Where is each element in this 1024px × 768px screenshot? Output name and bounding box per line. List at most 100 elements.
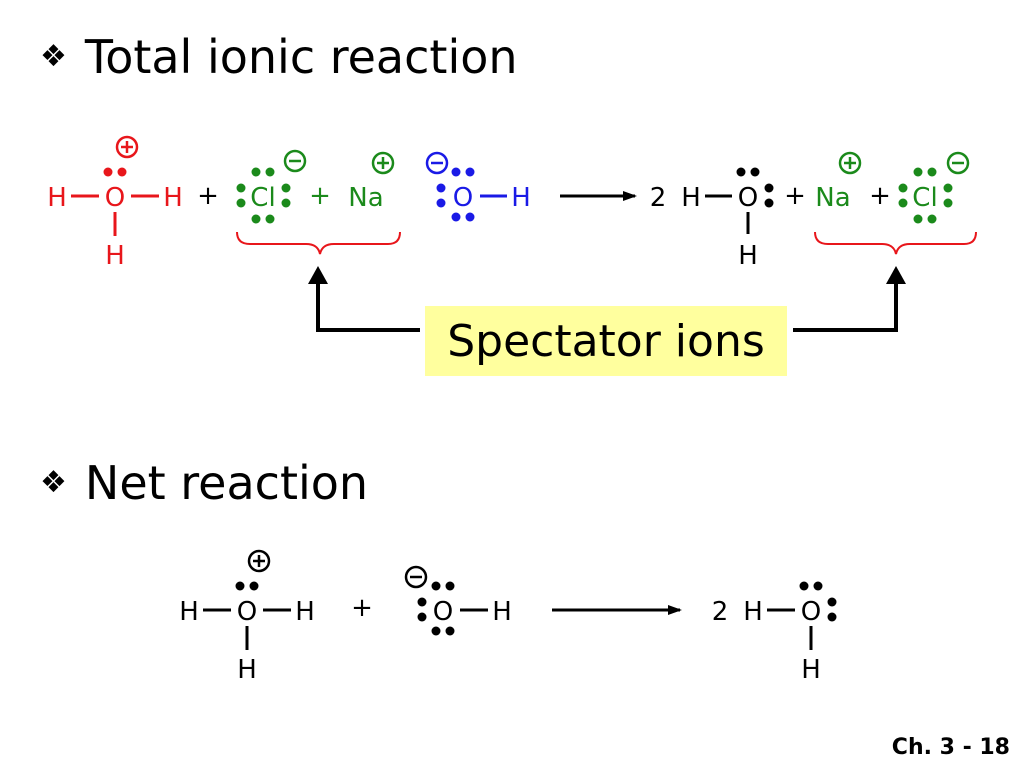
- section-net-reaction: ❖ Net reaction: [40, 456, 368, 510]
- lone-pair-dot: [417, 597, 427, 607]
- atom-o: O: [433, 597, 453, 627]
- negative-charge-icon: [425, 151, 449, 175]
- section-heading: Net reaction: [84, 456, 369, 510]
- lone-pair-dot: [943, 198, 953, 208]
- lone-pair-dot: [236, 183, 246, 193]
- atom-h: H: [743, 597, 763, 627]
- coefficient: 2: [712, 597, 729, 627]
- hydronium-ion-net: H O H H: [179, 549, 315, 685]
- lone-pair-dot: [898, 183, 908, 193]
- lone-pair-dot: [251, 214, 261, 224]
- negative-charge-icon: [283, 149, 307, 173]
- lone-pair-dot: [445, 626, 455, 636]
- diamond-bullet-icon: ❖: [40, 39, 67, 74]
- atom-h: H: [163, 183, 183, 213]
- hydronium-ion: H O H H: [47, 135, 183, 271]
- coefficient: 2: [650, 183, 667, 213]
- atom-o: O: [105, 183, 125, 213]
- negative-charge-icon: [404, 565, 428, 589]
- lone-pair-dot: [813, 581, 823, 591]
- lone-pair-dot: [265, 167, 275, 177]
- atom-h: H: [738, 241, 758, 271]
- diamond-bullet-icon: ❖: [40, 465, 67, 500]
- lone-pair-dot: [750, 167, 760, 177]
- lone-pair-dot: [736, 167, 746, 177]
- plus-sign: +: [309, 181, 331, 211]
- sodium-ion: Na: [348, 151, 395, 213]
- atom-h: H: [237, 655, 257, 685]
- arrowhead-icon: [308, 266, 328, 284]
- lone-pair-dot: [436, 198, 446, 208]
- lone-pair-dot: [249, 581, 259, 591]
- arrowhead-icon: [886, 266, 906, 284]
- lone-pair-dot: [927, 214, 937, 224]
- sodium-ion: Na: [815, 151, 862, 213]
- atom-h: H: [105, 241, 125, 271]
- lone-pair-dot: [764, 183, 774, 193]
- atom-cl: Cl: [250, 183, 275, 213]
- atom-h: H: [492, 597, 512, 627]
- lone-pair-dot: [827, 612, 837, 622]
- lone-pair-dot: [943, 183, 953, 193]
- atom-o: O: [801, 597, 821, 627]
- lone-pair-dot: [927, 167, 937, 177]
- negative-charge-icon: [946, 151, 970, 175]
- water-product: 2 H O H: [650, 167, 774, 271]
- chloride-ion: Cl: [898, 151, 970, 224]
- section-total-ionic: ❖ Total ionic reaction: [40, 30, 518, 84]
- atom-h: H: [681, 183, 701, 213]
- atom-o: O: [237, 597, 257, 627]
- lone-pair-dot: [451, 167, 461, 177]
- atom-na: Na: [348, 183, 383, 213]
- atom-o: O: [453, 183, 473, 213]
- lone-pair-dot: [764, 198, 774, 208]
- lone-pair-dot: [431, 626, 441, 636]
- plus-sign: +: [197, 181, 219, 211]
- atom-na: Na: [815, 183, 850, 213]
- lone-pair-dot: [451, 212, 461, 222]
- positive-charge-icon: [247, 549, 271, 573]
- lone-pair-dot: [417, 612, 427, 622]
- lone-pair-dot: [251, 167, 261, 177]
- lone-pair-dot: [827, 597, 837, 607]
- lone-pair-dot: [236, 198, 246, 208]
- chloride-ion: Cl: [236, 149, 307, 224]
- atom-o: O: [738, 183, 758, 213]
- positive-charge-icon: [115, 135, 139, 159]
- lone-pair-dot: [265, 214, 275, 224]
- lone-pair-dot: [913, 214, 923, 224]
- atom-h: H: [179, 597, 199, 627]
- water-product-net: 2 H O H: [712, 581, 837, 685]
- lone-pair-dot: [913, 167, 923, 177]
- lone-pair-dot: [799, 581, 809, 591]
- spectator-brace: [236, 231, 401, 255]
- atom-cl: Cl: [912, 183, 937, 213]
- atom-h: H: [511, 183, 531, 213]
- lone-pair-dot: [445, 581, 455, 591]
- atom-h: H: [47, 183, 67, 213]
- spectator-ions-callout: Spectator ions: [425, 306, 787, 376]
- plus-sign: +: [869, 181, 891, 211]
- lone-pair-dot: [117, 167, 127, 177]
- positive-charge-icon: [838, 151, 862, 175]
- atom-h: H: [295, 597, 315, 627]
- lone-pair-dot: [281, 198, 291, 208]
- callout-arrow: [316, 282, 420, 332]
- lone-pair-dot: [436, 183, 446, 193]
- spectator-brace: [814, 231, 977, 255]
- lone-pair-dot: [235, 581, 245, 591]
- hydroxide-ion-net: O H: [404, 565, 512, 636]
- lone-pair-dot: [898, 198, 908, 208]
- lone-pair-dot: [431, 581, 441, 591]
- lone-pair-dot: [103, 167, 113, 177]
- lone-pair-dot: [465, 212, 475, 222]
- plus-sign: +: [784, 181, 806, 211]
- plus-sign: +: [351, 593, 373, 623]
- lone-pair-dot: [281, 183, 291, 193]
- atom-h: H: [801, 655, 821, 685]
- callout-arrow: [793, 282, 898, 332]
- positive-charge-icon: [371, 151, 395, 175]
- section-heading: Total ionic reaction: [84, 30, 518, 84]
- slide-number: Ch. 3 - 18: [891, 735, 1010, 760]
